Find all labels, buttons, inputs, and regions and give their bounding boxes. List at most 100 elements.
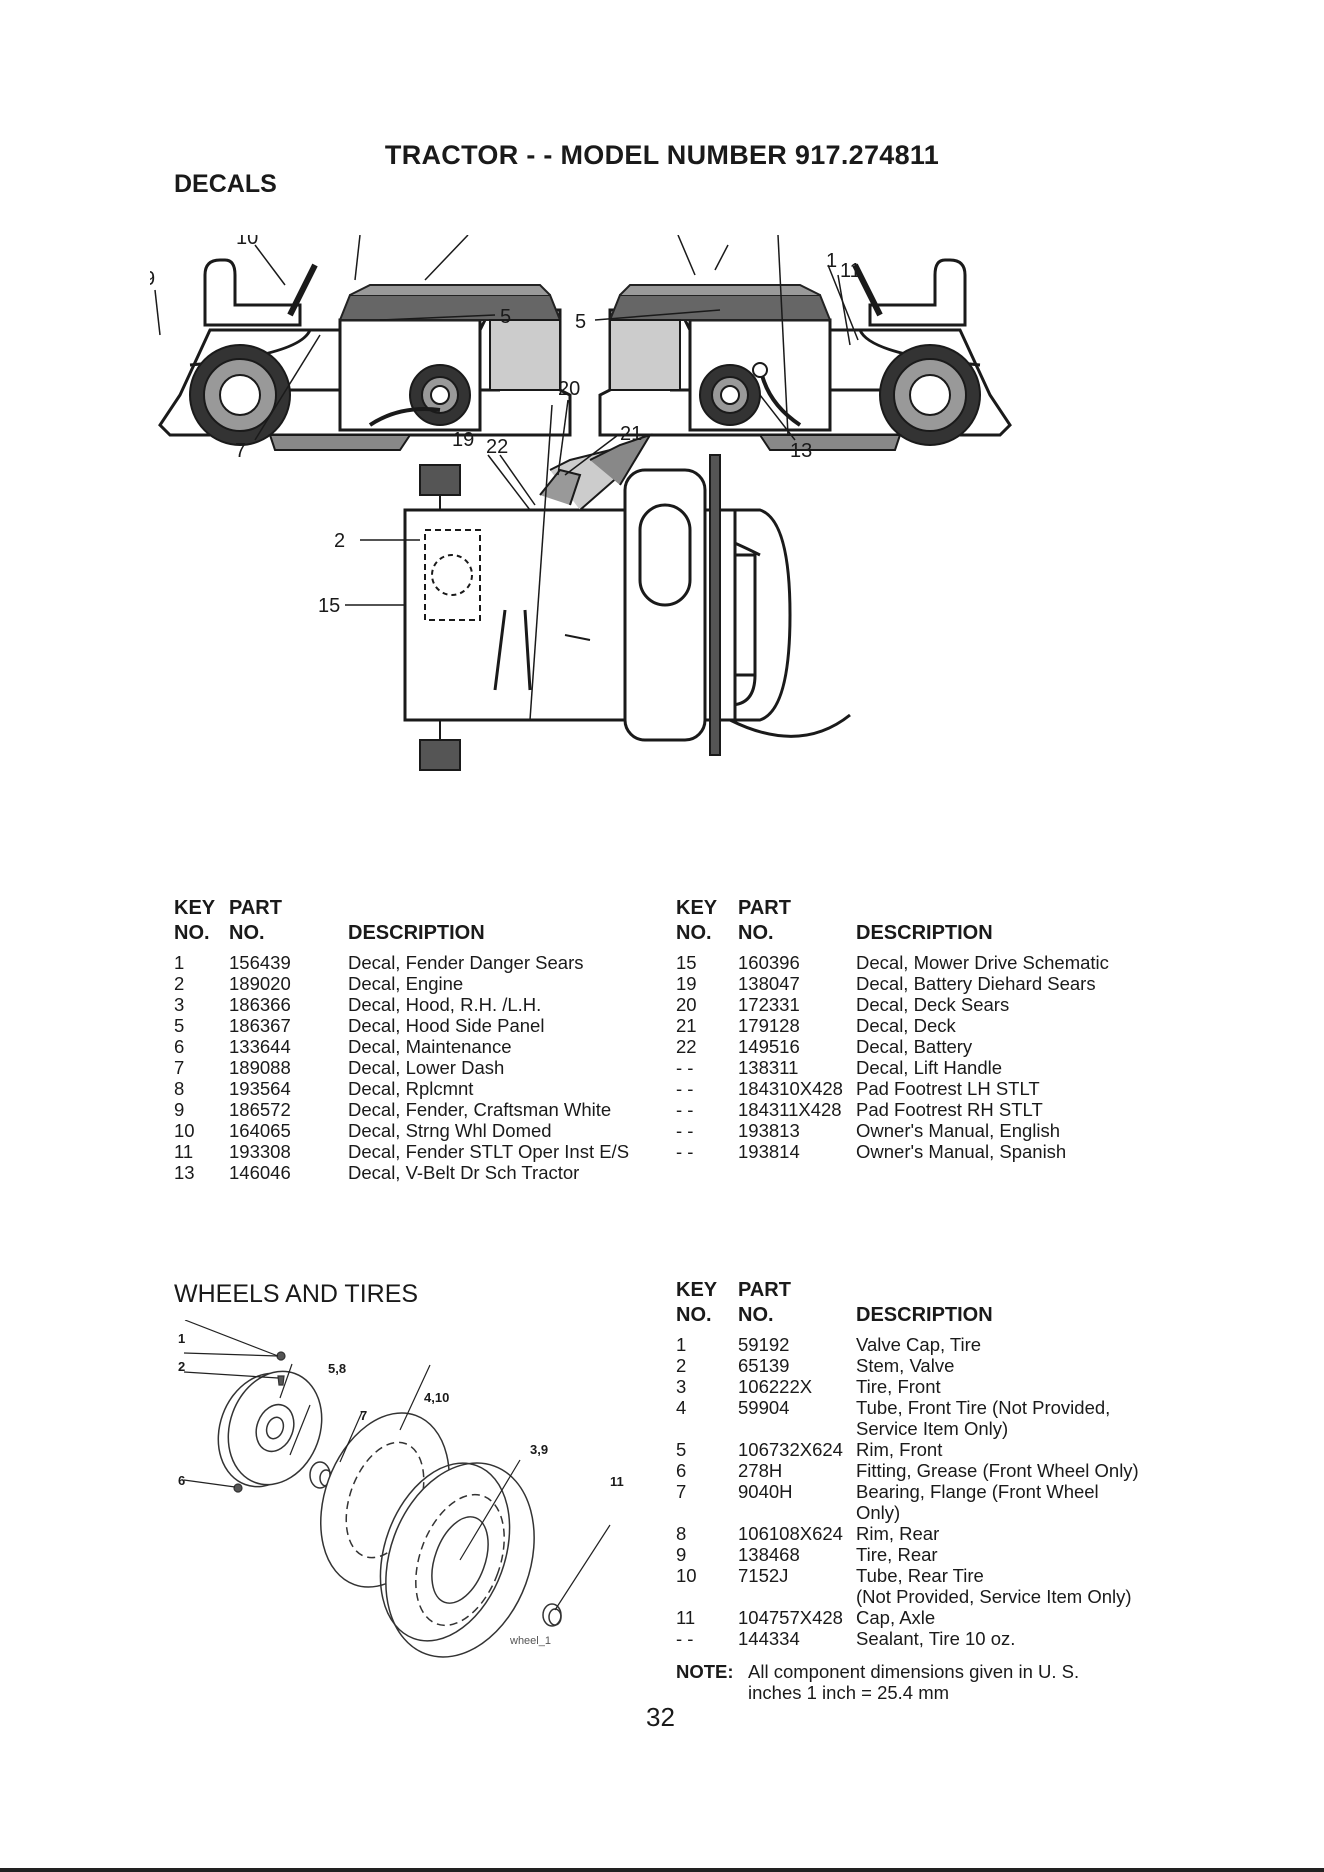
bottom-rule	[0, 1868, 1324, 1872]
part-cell: 59904	[738, 1397, 790, 1418]
key-cell: 22	[676, 1036, 697, 1057]
key-cell: 6	[676, 1460, 687, 1481]
wheel-callout-11: 11	[610, 1474, 624, 1489]
desc-cell: Tube, Front Tire (Not Provided,	[856, 1397, 1111, 1418]
desc-cell: Decal, Maintenance	[348, 1036, 512, 1057]
wheel-callout-2: 2	[178, 1359, 185, 1374]
part-cell: 186367	[229, 1015, 291, 1036]
part-cell: 138047	[738, 973, 800, 994]
callout-20: 20	[558, 378, 580, 400]
key-cell: - -	[676, 1099, 694, 1120]
desc-cell: Bearing, Flange (Front Wheel	[856, 1481, 1099, 1502]
key-cell: 13	[174, 1162, 195, 1183]
key-cell	[676, 1502, 738, 1523]
key-cell: - -	[676, 1628, 694, 1649]
desc-cell: Pad Footrest LH STLT	[856, 1078, 1040, 1099]
part-cell	[738, 1502, 856, 1523]
part-cell: 59192	[738, 1334, 790, 1355]
desc-cell: Decal, Hood Side Panel	[348, 1015, 545, 1036]
part-cell: 186366	[229, 994, 291, 1015]
note: NOTE: All component dimensions given in …	[676, 1661, 1156, 1703]
part-cell: 193814	[738, 1141, 800, 1162]
callout-22: 22	[486, 436, 508, 458]
desc-cell: Service Item Only)	[856, 1418, 1009, 1439]
part-cell: 193308	[229, 1141, 291, 1162]
desc-cell: Owner's Manual, English	[856, 1120, 1061, 1141]
col-desc-header: DESCRIPTION	[348, 922, 485, 944]
key-cell: 21	[676, 1015, 697, 1036]
col-part-header: NO.	[738, 922, 774, 944]
col-part-header: NO.	[229, 922, 265, 944]
desc-cell: Fitting, Grease (Front Wheel Only)	[856, 1460, 1139, 1481]
part-cell	[738, 1586, 856, 1607]
desc-cell: Tire, Front	[856, 1376, 941, 1397]
col-part-header: PART	[738, 897, 791, 919]
part-cell: 7152J	[738, 1565, 789, 1586]
key-cell: 1	[676, 1334, 687, 1355]
col-part-header: NO.	[738, 1304, 774, 1326]
wheel-callout-7: 7	[360, 1408, 367, 1423]
desc-cell: Decal, Deck	[856, 1015, 956, 1036]
part-cell: 65139	[738, 1355, 790, 1376]
callout-1: 1	[826, 250, 837, 272]
decals-heading: DECALS	[174, 170, 277, 198]
col-key-header: KEY	[676, 1279, 718, 1301]
callout-7-left: 7	[235, 440, 246, 462]
part-cell	[738, 1418, 856, 1439]
part-cell: 146046	[229, 1162, 291, 1183]
desc-cell: Cap, Axle	[856, 1607, 936, 1628]
note-line-1: All component dimensions given in U. S.	[748, 1661, 1080, 1682]
desc-cell: Tire, Rear	[856, 1544, 938, 1565]
key-cell: 3	[174, 994, 185, 1015]
part-cell: 278H	[738, 1460, 783, 1481]
tractor-right-view	[598, 258, 1012, 451]
desc-cell: Pad Footrest RH STLT	[856, 1099, 1043, 1120]
note-line-2: inches 1 inch = 25.4 mm	[748, 1682, 950, 1703]
desc-cell: Decal, Engine	[348, 973, 464, 994]
part-cell: 193813	[738, 1120, 800, 1141]
desc-cell: Decal, V-Belt Dr Sch Tractor	[348, 1162, 580, 1183]
col-key-header: NO.	[174, 922, 210, 944]
desc-cell: Decal, Battery	[856, 1036, 973, 1057]
desc-cell: Decal, Fender STLT Oper Inst E/S	[348, 1141, 630, 1162]
callout-10: 10	[236, 235, 258, 249]
key-cell: 2	[174, 973, 185, 994]
callout-5-right: 5	[575, 311, 586, 333]
desc-cell: Rim, Rear	[856, 1523, 940, 1544]
tractor-left-view	[158, 258, 572, 451]
table-row: (Not Provided, Service Item Only)	[676, 1586, 1156, 1607]
part-cell: 144334	[738, 1628, 800, 1649]
part-cell: 106108X624	[738, 1523, 843, 1544]
part-cell: 160396	[738, 952, 800, 973]
callout-21: 21	[620, 423, 642, 445]
desc-cell: Decal, Fender, Craftsman White	[348, 1099, 612, 1120]
key-cell: 7	[676, 1481, 687, 1502]
table-row: 13 146046 Decal, V-Belt Dr Sch Tractor	[174, 1162, 638, 1183]
wheels-heading: WHEELS AND TIRES	[174, 1280, 419, 1308]
part-cell: 172331	[738, 994, 800, 1015]
key-cell: 10	[174, 1120, 195, 1141]
key-cell: - -	[676, 1078, 694, 1099]
page-number: 32	[646, 1702, 675, 1732]
part-cell: 186572	[229, 1099, 291, 1120]
key-cell: 11	[174, 1141, 194, 1162]
desc-cell: Sealant, Tire 10 oz.	[856, 1628, 1016, 1649]
key-cell: 5	[174, 1015, 185, 1036]
table-row: Service Item Only)	[676, 1418, 1156, 1439]
